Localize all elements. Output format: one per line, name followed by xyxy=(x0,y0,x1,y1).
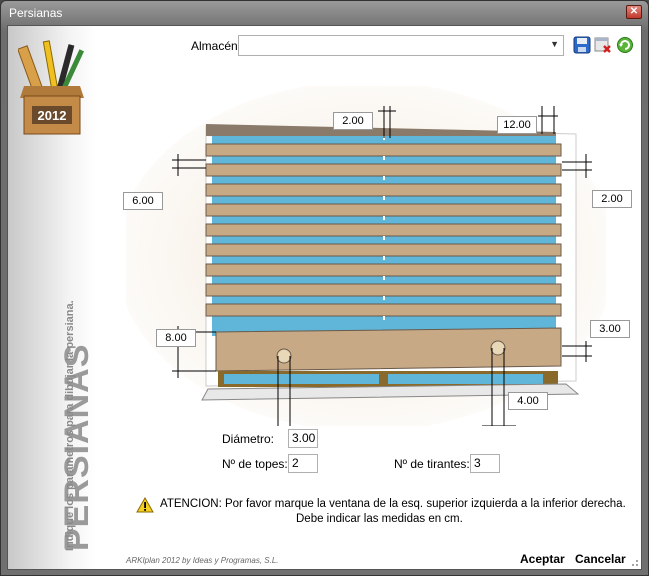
refresh-icon[interactable] xyxy=(616,36,634,54)
dim-top-center[interactable]: 2.00 xyxy=(333,112,373,130)
sidebar-subtitle: Indique los parametros para dibujar la p… xyxy=(64,300,76,551)
tirantes-input[interactable]: 3 xyxy=(470,454,500,473)
dim-bottom-right[interactable]: 4.00 xyxy=(508,392,548,410)
footer-credit: ARKIplan 2012 by Ideas y Programas, S.L. xyxy=(126,556,279,565)
sidebar: 2012 PERSIANAS Indique los parametros pa… xyxy=(8,26,96,569)
tirantes-label: Nº de tirantes: xyxy=(394,457,470,471)
dim-right-box[interactable]: 3.00 xyxy=(590,320,630,338)
save-icon[interactable] xyxy=(573,36,591,54)
cancel-button[interactable]: Cancelar xyxy=(575,552,626,566)
svg-text:2012: 2012 xyxy=(38,108,67,123)
dim-left-box[interactable]: 8.00 xyxy=(156,329,196,347)
almacen-label: Almacén xyxy=(191,39,238,53)
title-bar: Persianas ✕ xyxy=(1,1,648,25)
accept-button[interactable]: Aceptar xyxy=(520,552,565,566)
main-panel: Almacén ▼ xyxy=(96,26,641,569)
blind-drawing xyxy=(126,86,606,426)
delete-icon[interactable] xyxy=(594,36,612,54)
almacen-select[interactable]: ▼ xyxy=(238,35,564,56)
close-button[interactable]: ✕ xyxy=(626,5,642,19)
warning-text: ATENCION: Por favor marque la ventana de… xyxy=(160,498,626,510)
diametro-label: Diámetro: xyxy=(222,432,275,446)
app-logo: 2012 xyxy=(18,40,85,135)
chevron-down-icon: ▼ xyxy=(550,39,559,49)
dim-top-right[interactable]: 12.00 xyxy=(497,116,537,134)
dim-left-slat-gap[interactable]: 6.00 xyxy=(123,192,163,210)
slats xyxy=(205,143,562,317)
window-title: Persianas xyxy=(9,6,63,20)
dim-right-slat-gap[interactable]: 2.00 xyxy=(592,190,632,208)
topes-input[interactable]: 2 xyxy=(288,454,318,473)
resize-grip-icon[interactable] xyxy=(629,557,639,567)
topes-label: Nº de topes: xyxy=(222,457,288,471)
warning-icon xyxy=(136,497,154,513)
diametro-input[interactable]: 3.00 xyxy=(288,429,318,448)
warning-text-2: Debe indicar las medidas en cm. xyxy=(296,513,463,525)
dialog-client: 2012 PERSIANAS Indique los parametros pa… xyxy=(7,25,642,570)
